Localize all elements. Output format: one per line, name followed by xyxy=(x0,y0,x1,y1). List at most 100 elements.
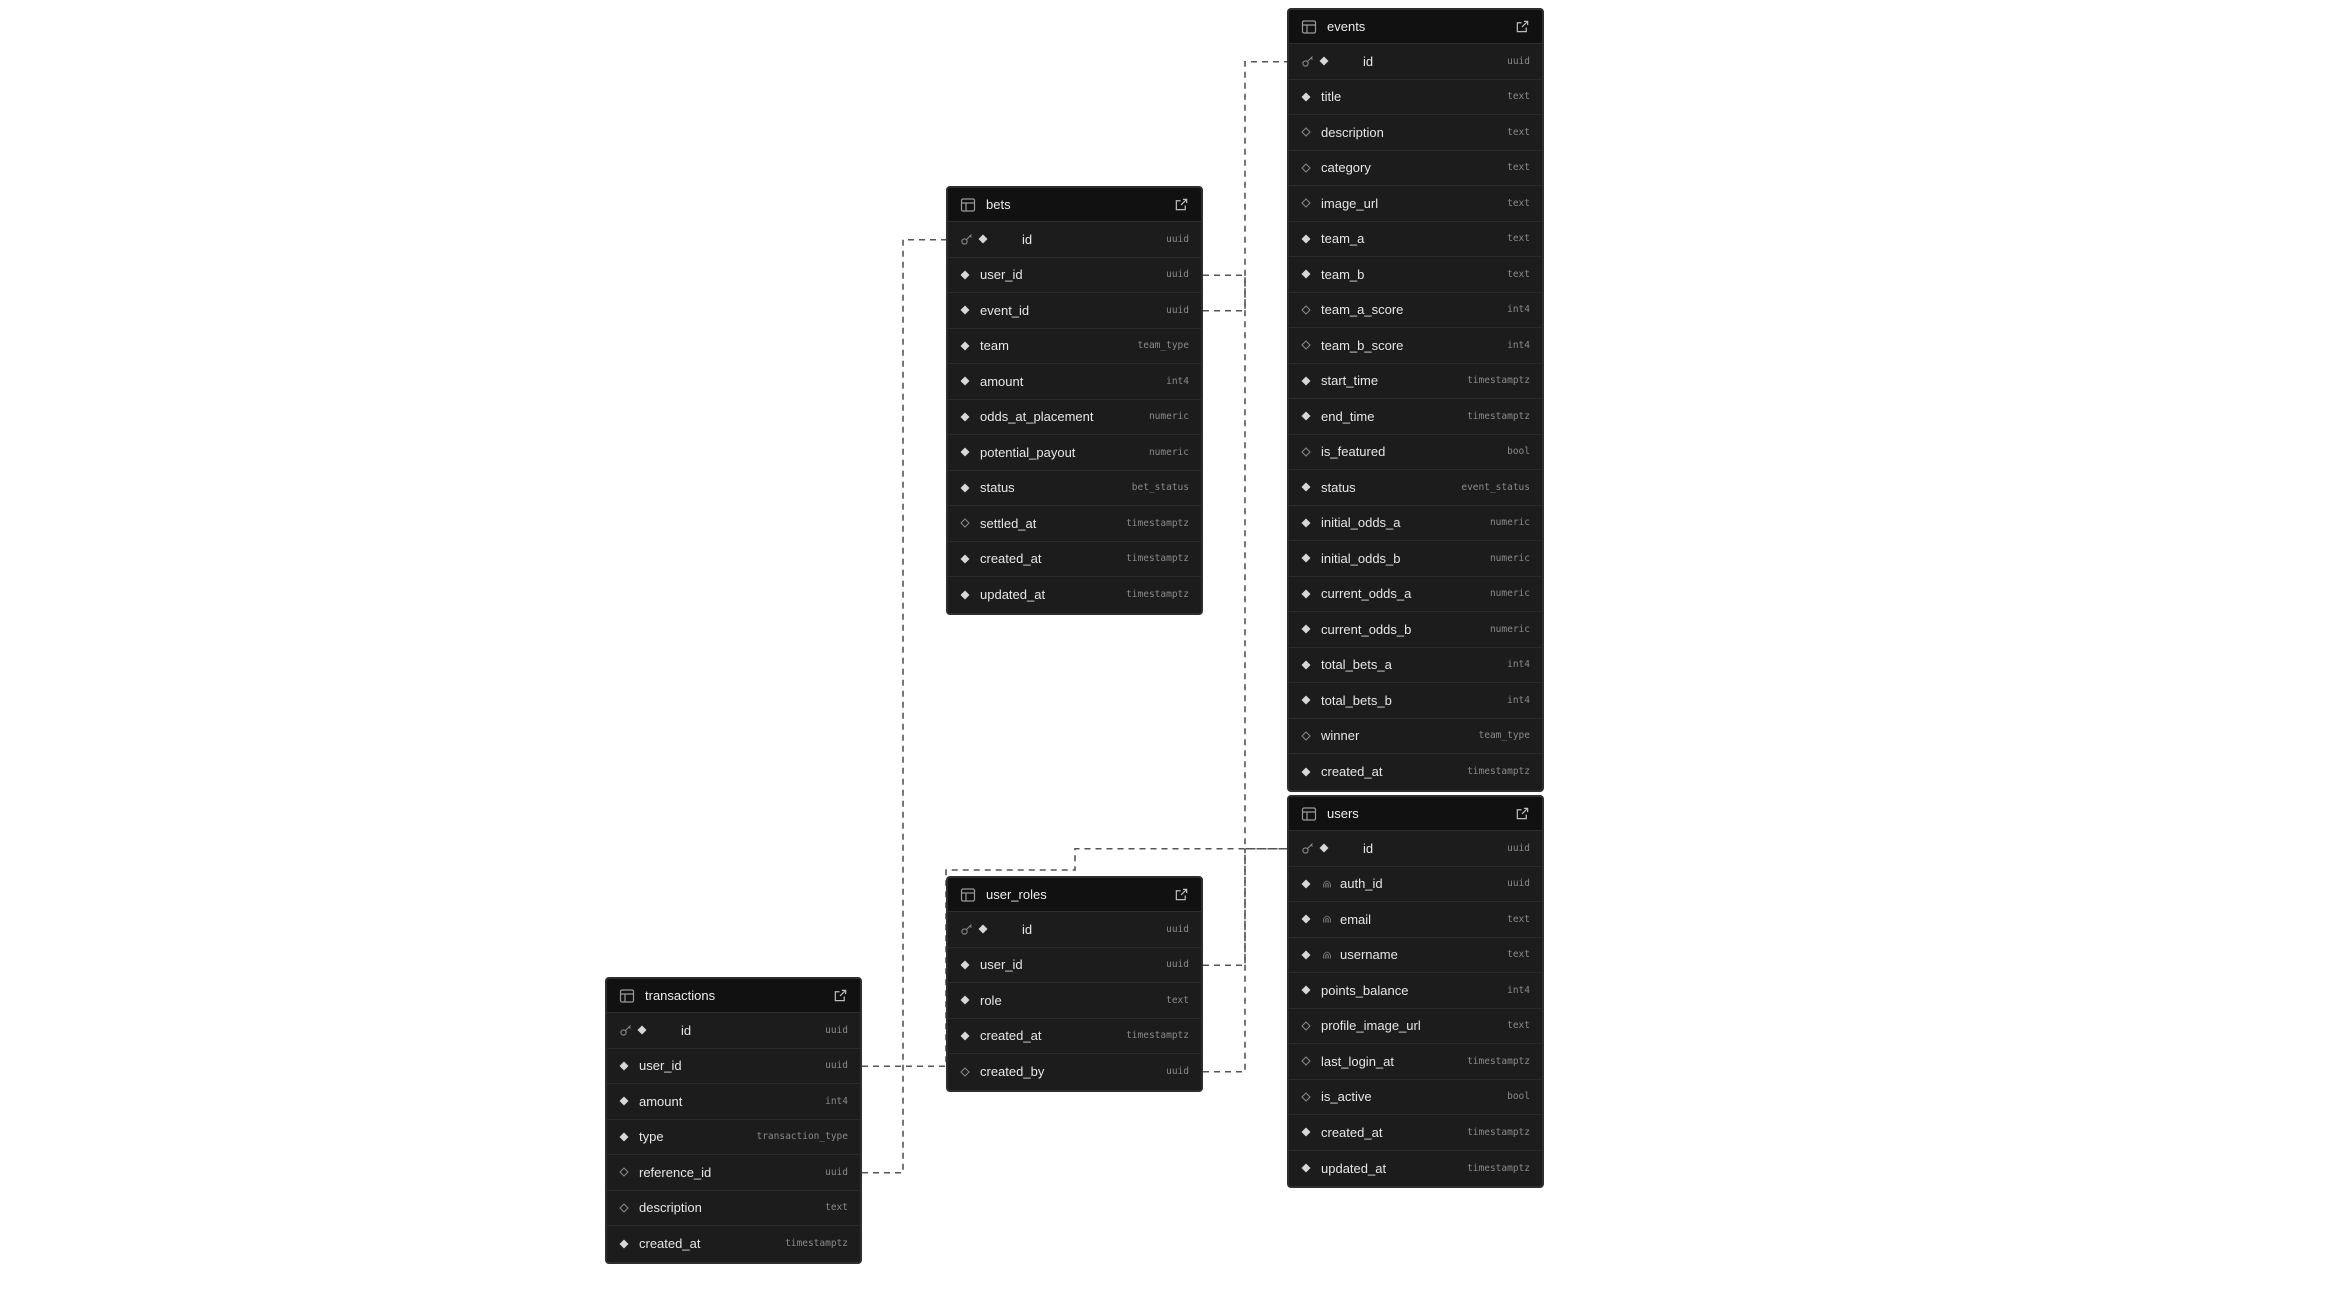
filled-diamond-icon xyxy=(960,376,970,386)
table-header[interactable]: bets xyxy=(948,188,1201,222)
column-row[interactable]: is_active bool xyxy=(1289,1080,1542,1115)
connector-user-roles-created-by xyxy=(1203,848,1246,1073)
column-row[interactable]: winner team_type xyxy=(1289,719,1542,754)
column-name: role xyxy=(980,992,1002,1008)
table-header[interactable]: users xyxy=(1289,797,1542,831)
filled-diamond-icon xyxy=(960,590,970,600)
table-header[interactable]: user_roles xyxy=(948,878,1201,912)
external-link-icon[interactable] xyxy=(1515,806,1530,821)
external-link-icon[interactable] xyxy=(1174,887,1189,902)
column-name: total_bets_b xyxy=(1321,692,1392,708)
column-name: email xyxy=(1340,911,1372,927)
table-header[interactable]: transactions xyxy=(607,979,860,1013)
hollow-diamond-icon xyxy=(1301,731,1311,741)
filled-diamond-icon xyxy=(960,960,970,970)
filled-diamond-icon xyxy=(960,554,970,564)
key-icon xyxy=(1301,841,1315,855)
column-name: last_login_at xyxy=(1321,1053,1394,1069)
column-type: timestamptz xyxy=(1126,517,1189,529)
column-name: current_odds_a xyxy=(1321,586,1412,602)
column-name: user_id xyxy=(980,957,1023,973)
table-icon xyxy=(960,197,976,213)
column-type: team_type xyxy=(1478,730,1530,742)
column-name: winner xyxy=(1321,728,1360,744)
column-type: bool xyxy=(1507,1091,1530,1103)
column-name: created_by xyxy=(980,1064,1045,1080)
column-name: team_b xyxy=(1321,266,1365,282)
table-header[interactable]: events xyxy=(1289,10,1542,44)
filled-diamond-icon xyxy=(1301,985,1311,995)
column-name: is_active xyxy=(1321,1089,1372,1105)
column-type: timestamptz xyxy=(1467,766,1530,778)
column-type: text xyxy=(1507,91,1530,103)
column-name: updated_at xyxy=(1321,1160,1387,1176)
column-name: description xyxy=(639,1200,702,1216)
fingerprint-icon xyxy=(1321,949,1333,961)
external-link-icon[interactable] xyxy=(1515,19,1530,34)
external-link-icon[interactable] xyxy=(833,988,848,1003)
key-icon xyxy=(960,232,974,246)
external-link-icon[interactable] xyxy=(1174,197,1189,212)
filled-diamond-icon xyxy=(1301,660,1311,670)
hollow-diamond-icon xyxy=(1301,198,1311,208)
column-name: amount xyxy=(980,373,1024,389)
